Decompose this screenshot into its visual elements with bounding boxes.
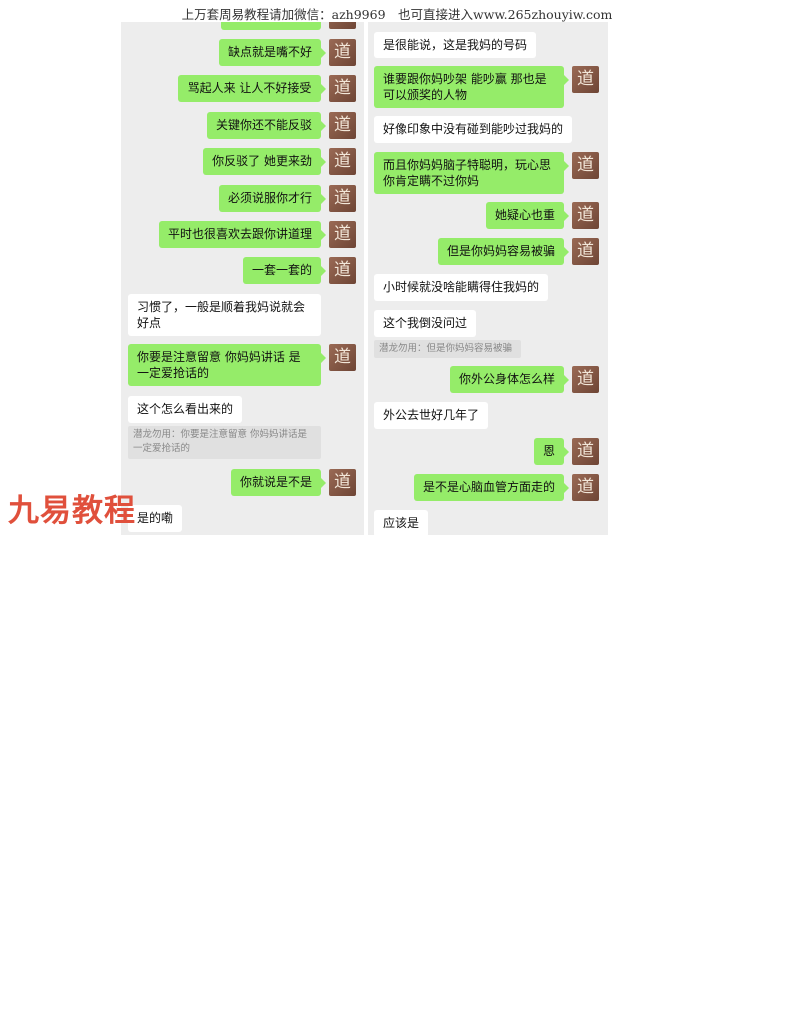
sent-message-bubble[interactable]: 一套一套的 [242, 257, 327, 284]
quoted-message[interactable]: 潜龙勿用：但是你妈妈容易被骗 [374, 340, 521, 358]
sent-message-bubble[interactable]: 你外公身体怎么样 [449, 366, 570, 393]
sent-message-bubble[interactable] [221, 22, 321, 30]
avatar[interactable]: 道 [572, 66, 599, 93]
avatar[interactable]: 道 [329, 469, 356, 496]
avatar[interactable]: 道 [329, 185, 356, 212]
avatar[interactable]: 道 [572, 474, 599, 501]
avatar[interactable]: 道 [329, 112, 356, 139]
received-message-bubble[interactable]: 小时候就没啥能瞒得住我妈的 [374, 274, 549, 301]
avatar[interactable]: 道 [572, 238, 599, 265]
received-message-bubble[interactable]: 习惯了，一般是顺着我妈说就会好点 [128, 294, 321, 336]
sent-message-bubble[interactable]: 你就说是不是 [230, 469, 327, 496]
received-message-bubble[interactable]: 这个我倒没问过 [374, 310, 477, 337]
received-message-bubble[interactable]: 这个怎么看出来的 [128, 396, 243, 423]
avatar[interactable]: 道 [329, 22, 356, 29]
received-message-bubble[interactable]: 好像印象中没有碰到能吵过我妈的 [374, 116, 573, 143]
received-message-bubble[interactable]: 是的嘞 [128, 505, 183, 532]
sent-message-bubble[interactable]: 她疑心也重 [485, 202, 570, 229]
avatar[interactable]: 道 [572, 202, 599, 229]
sent-message-bubble[interactable]: 恩 [533, 438, 570, 465]
sent-message-bubble[interactable]: 骂起人来 让人不好接受 [178, 75, 326, 102]
avatar[interactable]: 道 [572, 366, 599, 393]
sent-message-bubble[interactable]: 平时也很喜欢去跟你讲道理 [158, 221, 327, 248]
chat-panel-right[interactable]: 是很能说，这是我妈的号码谁要跟你妈吵架 能吵赢 那也是可以颁奖的人物道好像印象中… [368, 22, 608, 535]
avatar[interactable]: 道 [329, 344, 356, 371]
sent-message-bubble[interactable]: 缺点就是嘴不好 [218, 39, 327, 66]
sent-message-bubble[interactable]: 而且你妈妈脑子特聪明，玩心思你肯定瞒不过你妈 [374, 152, 569, 194]
avatar[interactable]: 道 [329, 75, 356, 102]
received-message-bubble[interactable]: 是很能说，这是我妈的号码 [374, 32, 537, 58]
sent-message-bubble[interactable]: 你反驳了 她更来劲 [203, 148, 326, 175]
sent-message-bubble[interactable]: 必须说服你才行 [218, 185, 327, 212]
avatar[interactable]: 道 [329, 39, 356, 66]
avatar[interactable]: 道 [329, 148, 356, 175]
sent-message-bubble[interactable]: 关键你还不能反驳 [206, 112, 327, 139]
avatar[interactable]: 道 [572, 438, 599, 465]
avatar[interactable]: 道 [329, 257, 356, 284]
sent-message-bubble[interactable]: 你要是注意留意 你妈妈讲话 是一定爱抢话的 [128, 344, 326, 386]
quoted-message[interactable]: 潜龙勿用：你要是注意留意 你妈妈讲话是一定爱抢话的 [128, 426, 321, 459]
avatar[interactable]: 道 [329, 221, 356, 248]
sent-message-bubble[interactable]: 谁要跟你妈吵架 能吵赢 那也是可以颁奖的人物 [374, 66, 569, 108]
sent-message-bubble[interactable]: 是不是心脑血管方面走的 [413, 474, 570, 501]
header-banner: 上万套周易教程请加微信：azh9969 也可直接进入www.265zhouyiw… [181, 7, 613, 22]
sent-message-bubble[interactable]: 但是你妈妈容易被骗 [437, 238, 570, 265]
avatar[interactable]: 道 [572, 152, 599, 179]
watermark-logo: 九易教程 [8, 493, 136, 529]
received-message-bubble[interactable]: 外公去世好几年了 [374, 402, 489, 429]
received-message-bubble[interactable]: 应该是 [374, 510, 429, 535]
